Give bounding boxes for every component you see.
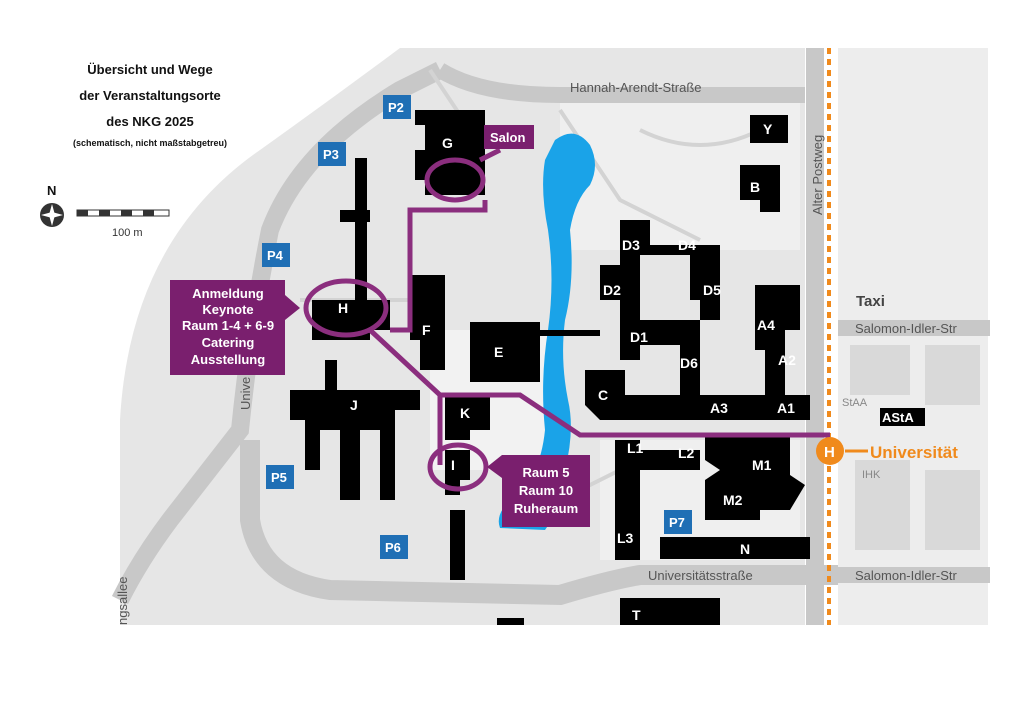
compass-label: N — [47, 183, 56, 198]
callout-main-box — [170, 280, 300, 375]
building-G — [415, 110, 485, 195]
label-B: B — [750, 179, 760, 195]
street-alter-postweg: Alter Postweg — [810, 135, 825, 215]
building-wing — [355, 158, 367, 308]
building-L — [615, 440, 700, 560]
label-I: I — [451, 457, 455, 473]
label-N: N — [740, 541, 750, 557]
building-A4 — [755, 310, 780, 350]
building-AStA — [880, 408, 925, 426]
route — [303, 147, 830, 492]
building-A — [680, 395, 810, 420]
street-uni: Universitätsstraße — [648, 568, 753, 583]
parking-P5: P5 — [271, 470, 287, 485]
building-E — [470, 322, 540, 382]
label-D4: D4 — [678, 237, 696, 253]
label-Y: Y — [763, 121, 773, 137]
buildings — [290, 110, 925, 625]
label-staa: StAA — [842, 397, 868, 409]
building-F — [410, 275, 445, 370]
building-wing — [450, 510, 465, 580]
callout-raum-line2: Raum 10 — [519, 483, 573, 498]
label-L3: L3 — [617, 530, 634, 546]
map-title-line3: des NKG 2025 — [106, 114, 194, 129]
callout-raum-line1: Raum 5 — [523, 465, 570, 480]
street-hannah: Hannah-Arendt-Straße — [570, 80, 702, 95]
building-wing — [325, 360, 337, 400]
tram-stop-label: Universität — [870, 443, 958, 462]
label-D6: D6 — [680, 355, 698, 371]
building-K — [445, 395, 490, 440]
callout-salon-box — [484, 125, 534, 149]
street-salomon-bottom: Salomon-Idler-Str — [855, 568, 958, 583]
lake — [498, 133, 595, 531]
label-K: K — [460, 405, 470, 421]
label-asta: AStA — [882, 410, 914, 425]
label-H: H — [338, 300, 348, 316]
building-D — [620, 220, 720, 320]
east-buildings — [850, 345, 980, 550]
callout-raum-line3: Ruheraum — [514, 501, 578, 516]
label-D2: D2 — [603, 282, 621, 298]
label-A4: A4 — [757, 317, 775, 333]
label-C: C — [598, 387, 608, 403]
building-T — [620, 598, 720, 625]
label-A3: A3 — [710, 400, 728, 416]
label-E: E — [494, 344, 503, 360]
label-M2: M2 — [723, 492, 743, 508]
parking-P3: P3 — [323, 147, 339, 162]
building-J — [290, 390, 420, 500]
callout-main-line2: Keynote — [202, 302, 253, 317]
scale-label: 100 m — [112, 227, 143, 239]
label-T: T — [632, 607, 641, 623]
callout-raum-box — [487, 455, 590, 527]
label-L2: L2 — [678, 445, 695, 461]
label-A1: A1 — [777, 400, 795, 416]
tram-stop-marker — [816, 437, 844, 465]
label-D3: D3 — [622, 237, 640, 253]
street-allee-bottom: ngsallee — [115, 577, 130, 625]
building-I — [445, 450, 470, 495]
label-J: J — [350, 397, 358, 413]
building-C — [585, 370, 680, 420]
building-M — [705, 435, 805, 520]
map-title-note: (schematisch, nicht maßstabgetreu) — [72, 138, 228, 148]
callout-main-line5: Ausstellung — [191, 352, 265, 367]
compass-icon — [40, 203, 64, 227]
path-E-D — [540, 330, 600, 336]
label-M1: M1 — [752, 457, 772, 473]
building-wing — [340, 210, 370, 222]
street-salomon-top: Salomon-Idler-Str — [855, 321, 958, 336]
callout-main-line3: Raum 1-4 + 6-9 — [182, 318, 274, 333]
label-A2: A2 — [778, 352, 796, 368]
label-L1: L1 — [627, 440, 644, 456]
parking-P2: P2 — [388, 100, 404, 115]
building-Y — [750, 115, 788, 143]
callout-salon: Salon — [490, 130, 525, 145]
label-G: G — [442, 135, 453, 151]
building-D1-D6 — [620, 320, 700, 400]
scale-bar — [76, 209, 170, 217]
street-uni-allee: Unive — [238, 377, 253, 410]
building-small — [497, 618, 524, 625]
label-D5: D5 — [703, 282, 721, 298]
parking-P6: P6 — [385, 540, 401, 555]
building-N — [660, 537, 810, 559]
callout-main-line1: Anmeldung — [192, 286, 264, 301]
parking-markers — [262, 95, 692, 559]
callout-main-line4: Catering — [202, 335, 255, 350]
map-title-line1: Übersicht und Wege — [87, 62, 213, 77]
building-B — [740, 165, 780, 212]
label-F: F — [422, 322, 431, 338]
parking-P4: P4 — [267, 248, 284, 263]
tram-stop-icon: H — [824, 444, 835, 461]
label-D1: D1 — [630, 329, 648, 345]
label-taxi: Taxi — [856, 293, 885, 310]
label-ihk: IHK — [862, 469, 881, 481]
map-title-line2: der Veranstaltungsorte — [79, 88, 221, 103]
parking-P7: P7 — [669, 515, 685, 530]
